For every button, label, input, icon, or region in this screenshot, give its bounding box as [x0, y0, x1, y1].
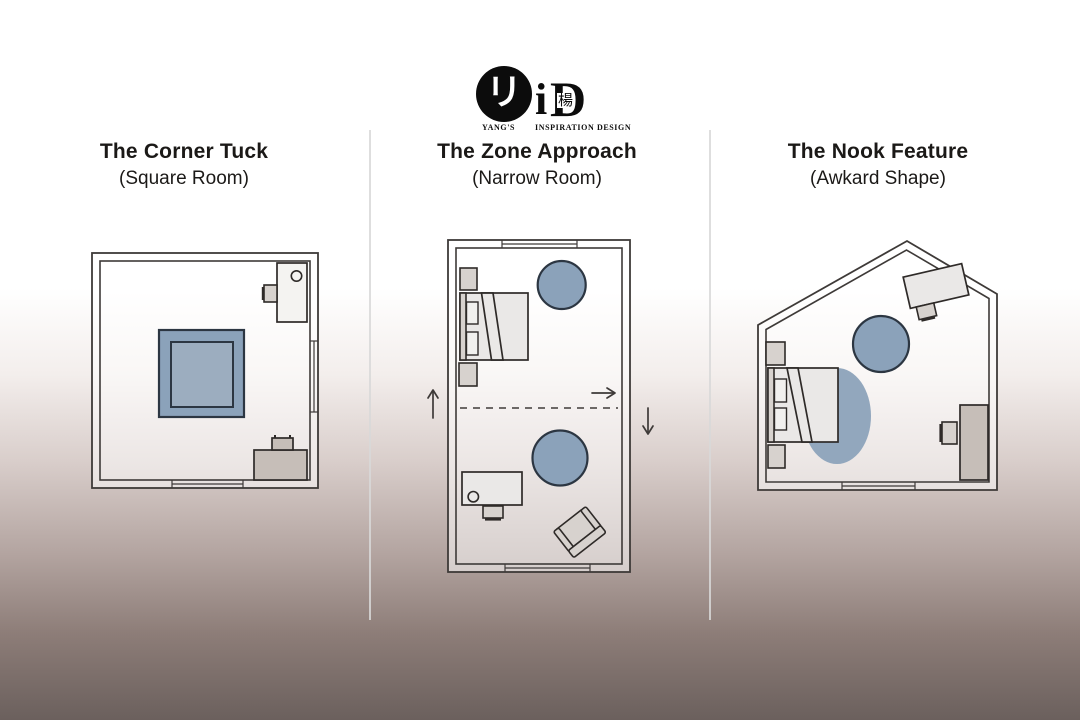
nightstand-icon [767, 444, 786, 469]
panel-divider-left [369, 130, 371, 620]
arrow-down-icon [642, 407, 654, 435]
brand-logo: リ i D 楊 YANG'S INSPIRATION DESIGN [440, 64, 650, 136]
logo-katakana-glyph: リ [485, 72, 522, 113]
panel-subtitle: (Awkard Shape) [810, 168, 946, 189]
nightstand-icon [458, 362, 478, 387]
panel-heading-nook-feature: The Nook Feature (Awkard Shape) [718, 138, 1038, 192]
window-icon-bottom-wall [504, 564, 591, 572]
square-room-floorplan [91, 252, 319, 489]
wardrobe-chair-icon [939, 421, 958, 445]
nightstand-icon [459, 267, 478, 291]
panel-heading-zone-approach: The Zone Approach (Narrow Room) [377, 138, 697, 192]
round-rug-icon [536, 259, 587, 311]
desk-chair-icon [261, 284, 278, 303]
logo-circle-mark: リ [476, 66, 532, 122]
panel-heading-corner-tuck: The Corner Tuck (Square Room) [24, 138, 344, 192]
narrow-room-floorplan [427, 239, 654, 573]
logo-letter-i: i [535, 75, 548, 124]
desk-chair-icon [482, 505, 504, 521]
armchair-icon [553, 506, 607, 558]
panel-title: The Zone Approach [437, 140, 637, 163]
wardrobe-icon [959, 404, 989, 481]
bed-icon [459, 292, 529, 361]
panel-divider-right [709, 130, 711, 620]
rug-icon [157, 328, 246, 419]
desk-icon [276, 262, 308, 323]
desk-icon [461, 471, 523, 506]
stool-icon [271, 435, 294, 451]
round-rug-icon [531, 429, 589, 487]
panel-title: The Nook Feature [787, 140, 969, 163]
window-icon-bottom-wall [171, 480, 244, 488]
desk-icon [902, 262, 970, 322]
logo-caption-left: YANG'S [482, 123, 516, 132]
round-rug-icon [851, 314, 911, 374]
arrow-right-icon [591, 387, 616, 399]
panel-subtitle: (Narrow Room) [472, 168, 602, 189]
logo-cjk-character: 楊 [557, 91, 575, 109]
arrow-up-icon [427, 389, 439, 419]
panel-title: The Corner Tuck [99, 140, 269, 163]
window-icon-right-wall [310, 340, 318, 413]
bed-icon [767, 367, 839, 443]
logo-caption-right: INSPIRATION DESIGN [535, 123, 632, 132]
window-icon-top-wall [501, 240, 578, 248]
dresser-icon [253, 449, 308, 481]
panel-subtitle: (Square Room) [119, 168, 249, 189]
window-icon-bottom-wall [841, 482, 916, 490]
awkward-room-floorplan [757, 239, 998, 491]
nightstand-icon [765, 341, 786, 366]
